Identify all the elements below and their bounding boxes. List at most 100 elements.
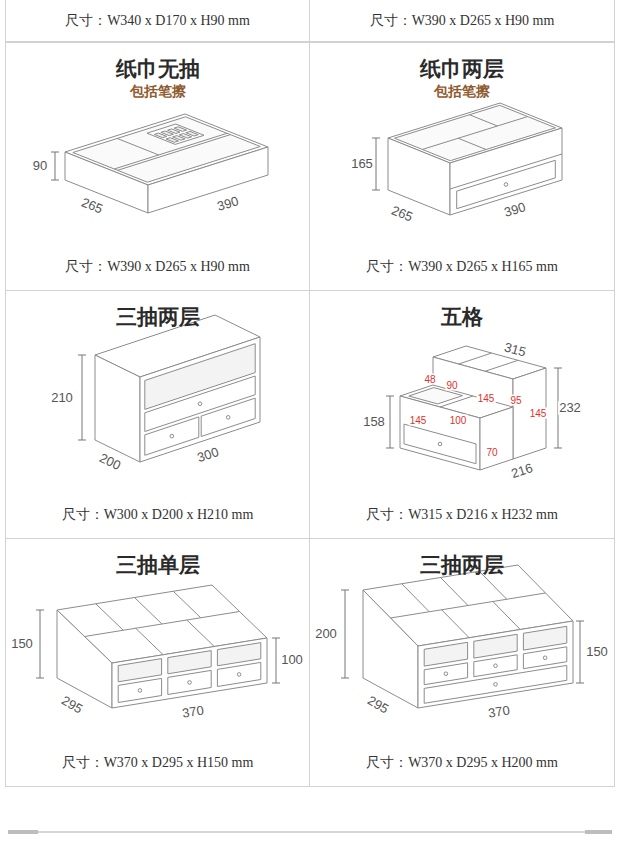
drawer-knob [494, 683, 498, 687]
divider [422, 117, 527, 150]
product-cell: 三抽两层尺寸：W370 x D295 x H200 mm [309, 538, 615, 787]
divider [458, 138, 486, 149]
divider [402, 584, 430, 612]
drawer-front [457, 160, 556, 208]
compartment [168, 651, 211, 674]
dimension-label: 90 [445, 380, 458, 391]
box-side [95, 355, 140, 462]
compartment [217, 643, 260, 666]
dimension-label: 200 [314, 627, 338, 641]
box-front [140, 337, 260, 462]
rule-end [8, 830, 38, 834]
divider [485, 360, 518, 371]
divider [493, 602, 521, 630]
dimension-label: 95 [509, 395, 522, 406]
divider [442, 610, 470, 638]
drawer-front [145, 417, 199, 455]
tray-drawer-drawing [372, 103, 562, 215]
cabinet-drawing [78, 315, 260, 462]
dimension-line [390, 396, 391, 448]
dimension-label: 145 [529, 408, 548, 419]
organizer-drawing [341, 565, 584, 708]
dimension-tick [341, 678, 349, 679]
drawer-knob [504, 183, 508, 187]
dimension-label: 100 [280, 653, 304, 667]
product-title: 纸巾两层 [420, 57, 504, 82]
dimension-tick [78, 440, 86, 441]
size-text: 尺寸：W300 x D200 x H210 mm [62, 507, 254, 522]
size-cell: 尺寸：W390 x D265 x H90 mm [309, 0, 615, 42]
dimension-tick [386, 448, 394, 449]
drawer-knob [237, 673, 241, 677]
dimension-line [276, 638, 277, 683]
pen-hole [174, 127, 187, 132]
box-front [418, 621, 573, 708]
dimension-tick [554, 368, 562, 369]
dimension-label: 90 [32, 159, 48, 173]
size-text: 尺寸：W390 x D265 x H165 mm [366, 259, 558, 274]
size-text: 尺寸：W315 x D216 x H232 mm [366, 507, 558, 522]
dimension-line [580, 621, 581, 683]
product-title: 三抽两层 [420, 553, 504, 578]
box-front [480, 407, 513, 470]
dimension-tick [386, 396, 394, 397]
drawer-front [201, 398, 255, 436]
dimension-label: 390 [502, 200, 529, 220]
dimension-tick [78, 355, 86, 356]
divider [114, 133, 227, 169]
drawer-knob [494, 664, 498, 668]
dimension-label: 70 [485, 447, 498, 458]
divider [136, 628, 164, 655]
size-text: 尺寸：W370 x D295 x H150 mm [62, 755, 254, 770]
product-note: 包括笔擦 [434, 84, 490, 101]
organizer-drawing [36, 585, 280, 708]
dimension-label: 216 [509, 461, 536, 482]
drawer-knob [226, 416, 230, 420]
rule-line [8, 831, 612, 833]
stepped-organizer-drawing [386, 346, 562, 470]
dimension-line [376, 138, 377, 190]
divider [117, 138, 158, 155]
divider [135, 598, 163, 625]
product-title: 三抽两层 [116, 305, 200, 330]
dimension-label: 295 [58, 693, 86, 717]
dimension-label: 232 [558, 401, 582, 415]
dimension-label: 145 [477, 393, 496, 404]
dimension-label: 150 [585, 645, 609, 659]
dimension-tick [272, 683, 280, 684]
dimension-label: 145 [409, 415, 428, 426]
dimension-tick [36, 678, 44, 679]
box-side [363, 590, 418, 708]
drawer-front [118, 678, 161, 702]
dimension-tick [372, 190, 380, 191]
inner-rim [395, 105, 556, 160]
compartment [118, 659, 161, 682]
drawer-knob [444, 672, 448, 676]
dimension-line [82, 355, 83, 440]
divider [96, 604, 124, 631]
dimension-label: 100 [449, 415, 468, 426]
size-text: 尺寸：W370 x D295 x H200 mm [366, 755, 558, 770]
rule-end [585, 830, 612, 834]
dimension-label: 150 [10, 637, 34, 651]
size-cell: 尺寸：W340 x D170 x H90 mm [5, 0, 310, 42]
drawer-front [474, 655, 517, 677]
drawer-knob [198, 402, 202, 406]
drawer-knob [138, 689, 142, 693]
product-title: 纸巾无抽 [116, 57, 200, 82]
box-front [112, 638, 267, 708]
dimension-label: 210 [50, 391, 74, 405]
dimension-tick [576, 683, 584, 684]
drawer-front [217, 662, 260, 686]
dimension-line [40, 610, 41, 678]
divider [187, 620, 215, 647]
footer-rule [8, 832, 612, 833]
drawer-front [523, 647, 566, 669]
drawer-front [424, 663, 467, 685]
drawer-knob [188, 681, 192, 685]
dimension-label: 158 [362, 415, 386, 429]
box-side [400, 396, 480, 470]
pen-hole [186, 131, 199, 136]
product-note: 包括笔擦 [130, 84, 186, 101]
product-title: 三抽单层 [116, 553, 200, 578]
